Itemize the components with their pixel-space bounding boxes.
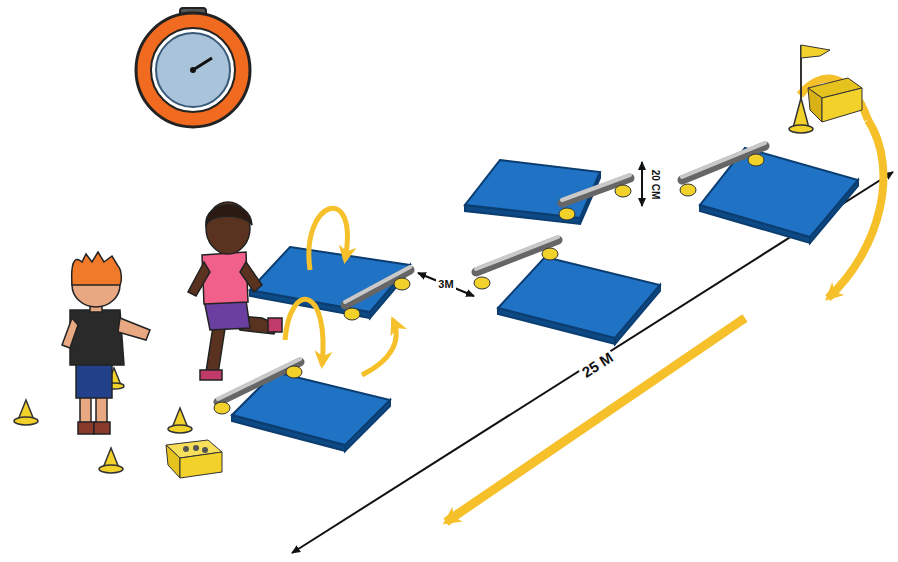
dimension-label: 25 M xyxy=(578,348,618,382)
stopwatch xyxy=(136,8,250,127)
dimension-label: 3M xyxy=(436,278,455,290)
gym-mats xyxy=(232,148,858,451)
boy-figure xyxy=(62,252,150,434)
benches xyxy=(214,143,765,414)
finish-flag xyxy=(801,45,862,122)
dimension-label: 20 CM xyxy=(650,167,661,200)
height-dimension xyxy=(641,162,643,206)
girl-figure xyxy=(188,202,282,380)
jump-arrows xyxy=(285,208,396,375)
gap-dimension xyxy=(418,273,474,296)
ball-box xyxy=(166,440,222,478)
return-arrow xyxy=(446,318,745,522)
cones xyxy=(14,98,813,473)
